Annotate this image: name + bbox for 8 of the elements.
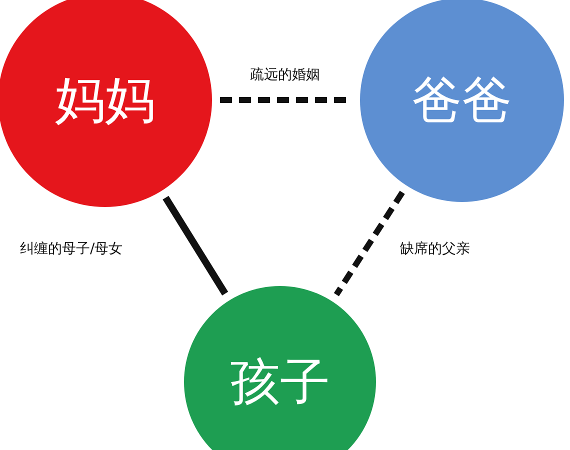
edge-label: 缺席的父亲 [400,240,470,258]
node-label: 孩子 [230,352,330,412]
connector-line [334,190,405,296]
node-label: 妈妈 [55,70,155,130]
node-label: 爸爸 [412,70,512,130]
connector-line [162,196,228,296]
edge-label: 疏远的婚姻 [250,66,320,84]
edge-label: 纠缠的母子/母女 [20,240,123,258]
